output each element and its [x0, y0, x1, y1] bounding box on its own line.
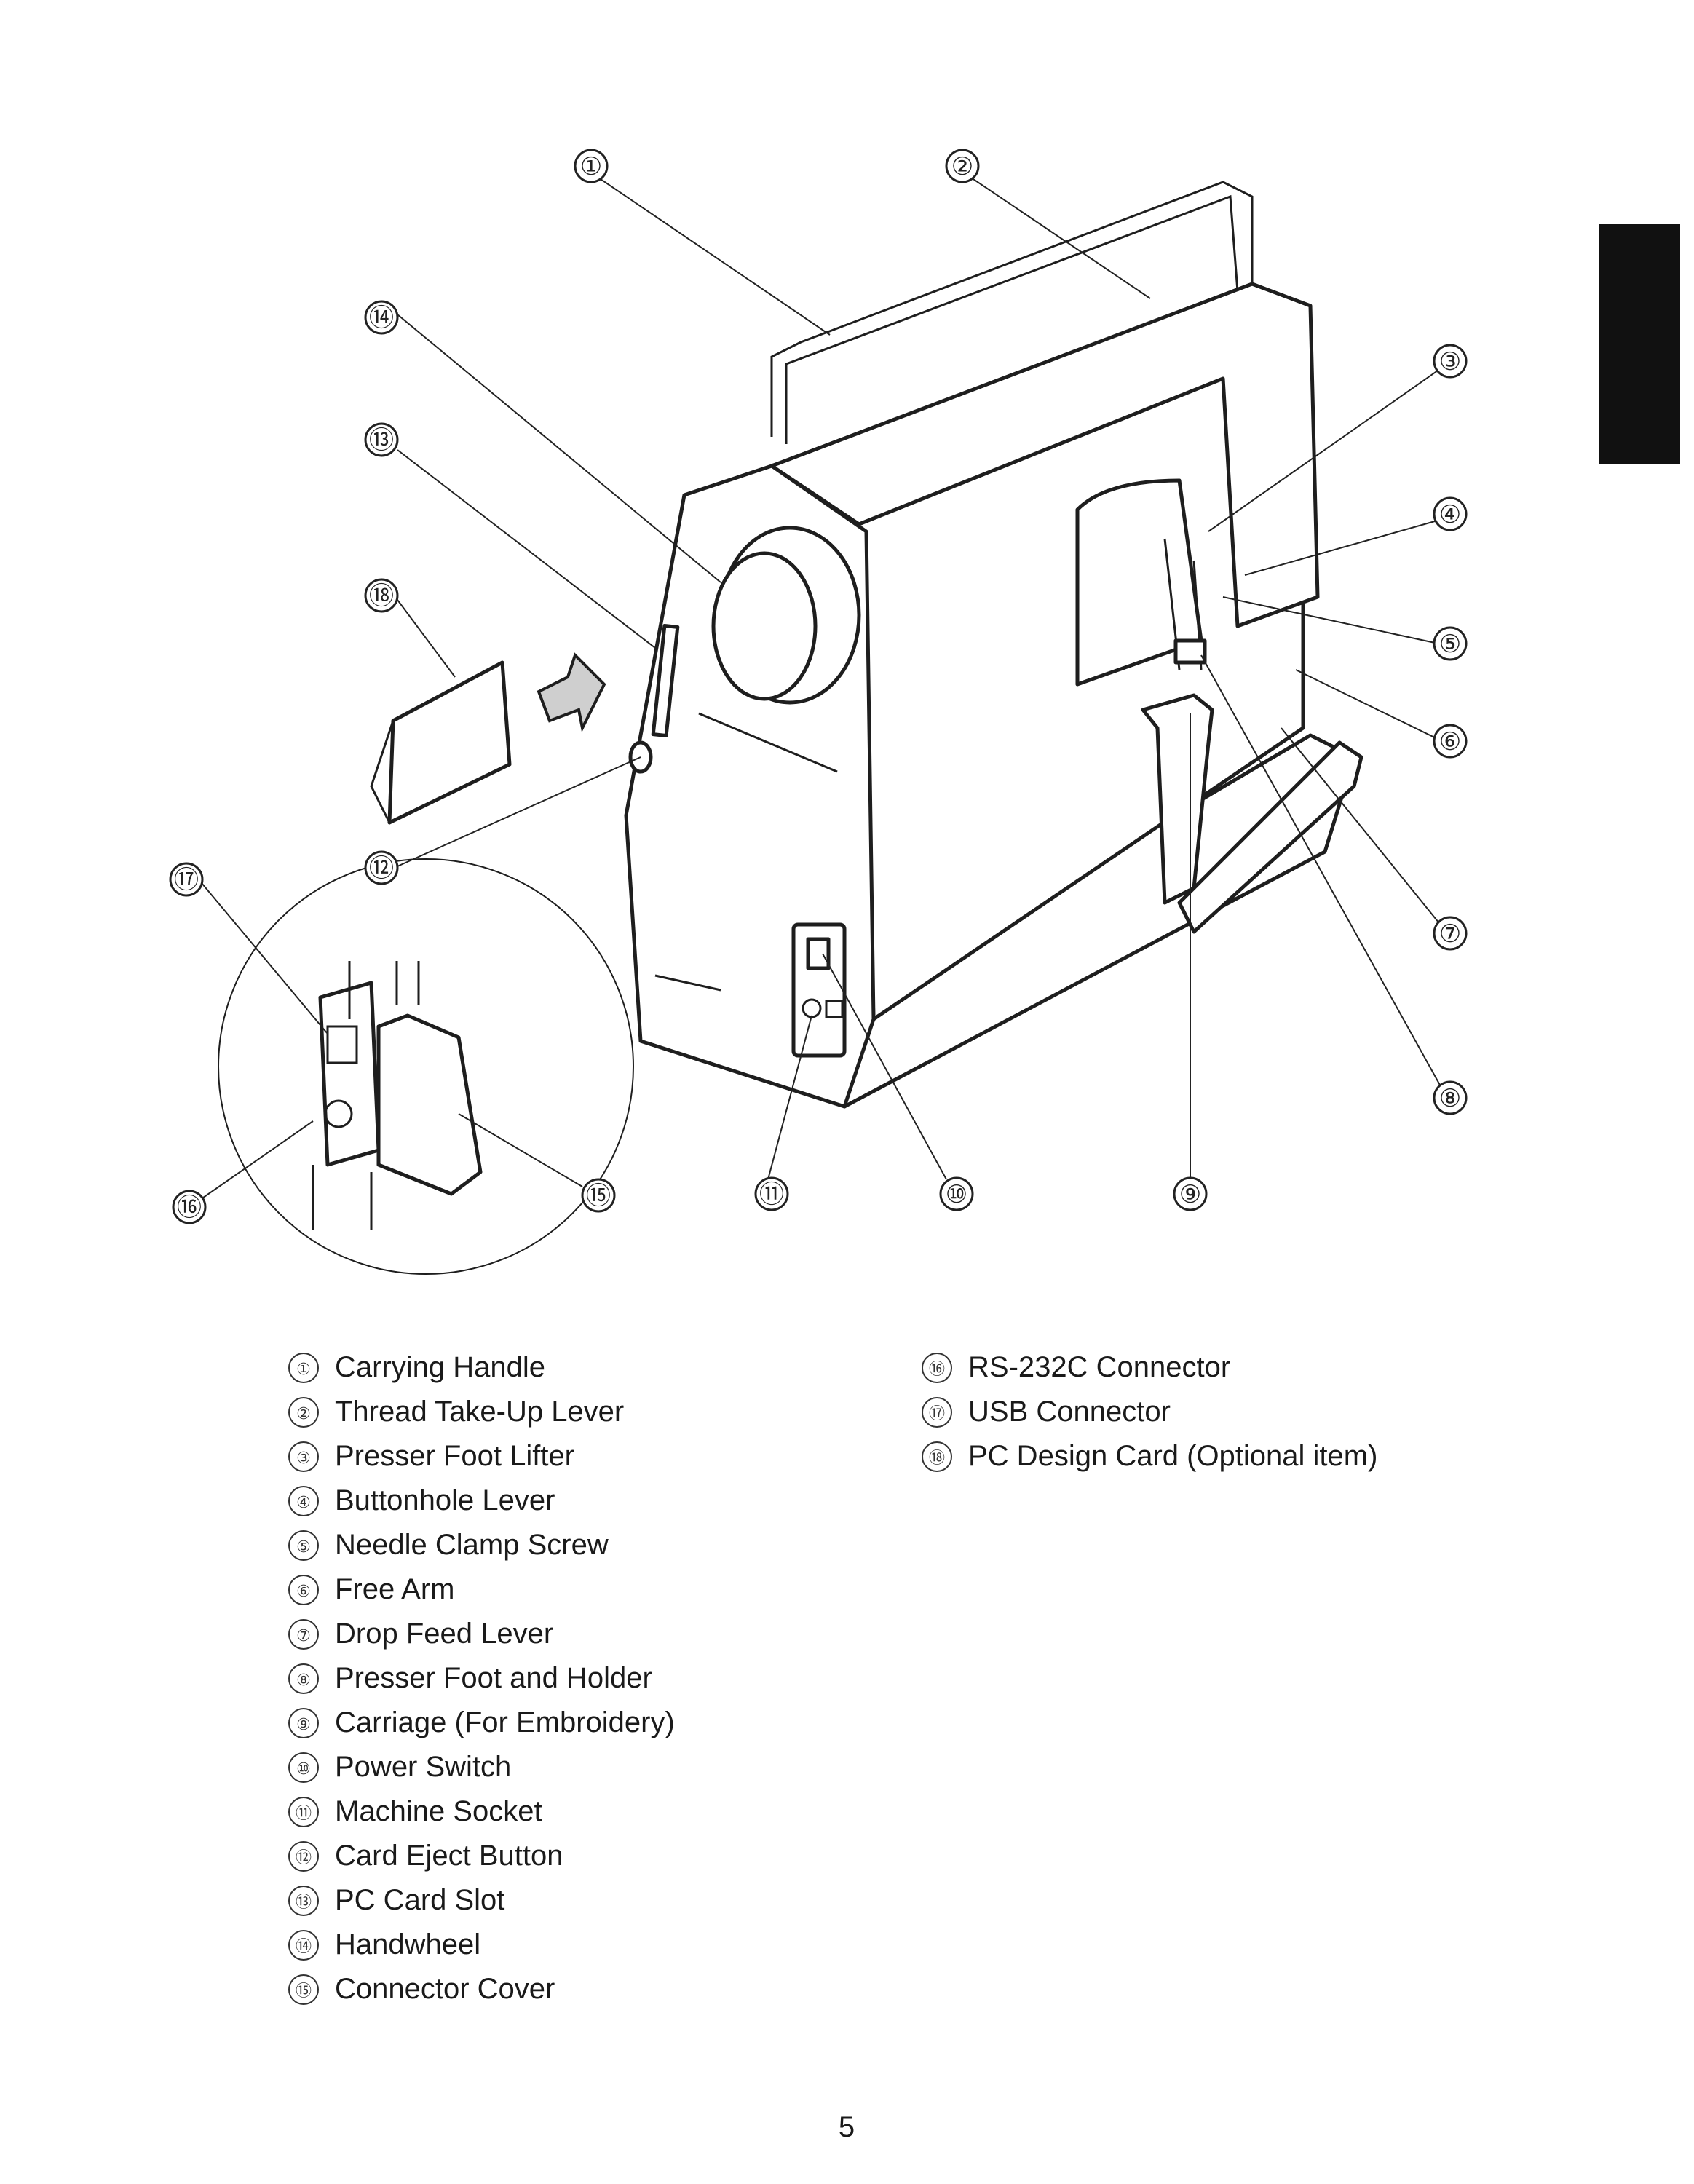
callouts: ① ② ③ ④ ⑤ ⑥ ⑦ ⑧ ⑨ ⑩ ⑪ ⑫ ⑬ ⑭ ⑮ ⑯ ⑰ ⑱ — [169, 149, 1468, 1224]
legend-item: ② Thread Take-Up Lever — [288, 1390, 675, 1434]
legend-number: ⑱ — [922, 1441, 952, 1472]
svg-text:⑰: ⑰ — [174, 866, 199, 894]
callout-18: ⑱ — [364, 578, 399, 613]
legend-number: ⑪ — [288, 1796, 319, 1827]
svg-text:④: ④ — [1439, 501, 1461, 529]
svg-text:⑱: ⑱ — [369, 582, 394, 610]
svg-text:⑥: ⑥ — [1439, 728, 1461, 756]
legend-label: Carriage (For Embroidery) — [335, 1706, 675, 1738]
legend-number: ① — [288, 1352, 319, 1383]
svg-text:⑤: ⑤ — [1439, 630, 1461, 658]
callout-17: ⑰ — [169, 862, 204, 897]
legend-label: Carrying Handle — [335, 1351, 546, 1383]
svg-text:⑧: ⑧ — [1439, 1085, 1461, 1112]
legend-label: Free Arm — [335, 1573, 455, 1605]
callout-12: ⑫ — [364, 850, 399, 885]
legend-number: ⑧ — [288, 1663, 319, 1694]
legend-label: Presser Foot and Holder — [335, 1662, 652, 1694]
legend-item: ⑩ Power Switch — [288, 1745, 675, 1789]
legend-number: ⑩ — [288, 1752, 319, 1783]
svg-text:⑭: ⑭ — [369, 304, 394, 332]
legend-number: ⑤ — [288, 1530, 319, 1561]
svg-text:⑪: ⑪ — [759, 1181, 784, 1208]
legend-label: Buttonhole Lever — [335, 1484, 555, 1516]
legend-item: ③ Presser Foot Lifter — [288, 1434, 675, 1479]
legend-item: ⑥ Free Arm — [288, 1567, 675, 1612]
legend-number: ⑥ — [288, 1574, 319, 1605]
legend-item: ⑫ Card Eject Button — [288, 1834, 675, 1878]
svg-text:⑮: ⑮ — [586, 1182, 611, 1210]
svg-text:②: ② — [951, 153, 973, 181]
legend-label: Handwheel — [335, 1928, 481, 1961]
sewing-machine-illustration — [370, 181, 1363, 1109]
svg-text:⑫: ⑫ — [369, 855, 394, 882]
legend-label: RS-232C Connector — [968, 1351, 1231, 1383]
legend-item: ⑮ Connector Cover — [288, 1967, 675, 2011]
svg-text:③: ③ — [1439, 348, 1461, 376]
legend-number: ③ — [288, 1441, 319, 1472]
legend-item: ⑱ PC Design Card (Optional item) — [922, 1434, 1377, 1479]
legend-item: ⑦ Drop Feed Lever — [288, 1612, 675, 1656]
legend-item: ⑤ Needle Clamp Screw — [288, 1523, 675, 1567]
page-number: 5 — [838, 2111, 855, 2143]
legend-item: ⑭ Handwheel — [288, 1923, 675, 1967]
legend-number: ⑭ — [288, 1929, 319, 1961]
legend-label: Machine Socket — [335, 1795, 542, 1827]
legend-item: ⑯ RS-232C Connector — [922, 1345, 1377, 1390]
legend-number: ⑰ — [922, 1396, 952, 1428]
callout-7: ⑦ — [1433, 916, 1468, 951]
legend-right-column: ⑯ RS-232C Connector ⑰ USB Connector ⑱ PC De… — [922, 1345, 1377, 1479]
legend-label: PC Card Slot — [335, 1884, 505, 1916]
connector-inset — [218, 858, 634, 1275]
legend-left-column: ① Carrying Handle ② Thread Take-Up Lever ③… — [288, 1345, 675, 2011]
legend-item: ⑬ PC Card Slot — [288, 1878, 675, 1923]
svg-text:⑦: ⑦ — [1439, 920, 1461, 948]
legend-number: ⑯ — [922, 1352, 952, 1383]
legend-item: ⑰ USB Connector — [922, 1390, 1377, 1434]
legend-item: ⑧ Presser Foot and Holder — [288, 1656, 675, 1701]
callout-2: ② — [945, 149, 980, 183]
legend-number: ⑦ — [288, 1618, 319, 1650]
section-tab-marker — [1599, 224, 1680, 464]
sewing-machine-diagram: ① ② ③ ④ ⑤ ⑥ ⑦ ⑧ ⑨ ⑩ ⑪ ⑫ ⑬ ⑭ ⑮ ⑯ ⑰ ⑱ — [169, 149, 1468, 1275]
callout-6: ⑥ — [1433, 724, 1468, 759]
callout-1: ① — [574, 149, 609, 183]
svg-text:⑩: ⑩ — [946, 1181, 967, 1208]
callout-4: ④ — [1433, 496, 1468, 531]
callout-15: ⑮ — [581, 1178, 616, 1213]
legend-item: ④ Buttonhole Lever — [288, 1479, 675, 1523]
legend-label: PC Design Card (Optional item) — [968, 1440, 1378, 1472]
callout-9: ⑨ — [1173, 1176, 1208, 1211]
legend-label: Card Eject Button — [335, 1840, 563, 1872]
callout-8: ⑧ — [1433, 1080, 1468, 1115]
legend-number: ② — [288, 1396, 319, 1428]
legend-label: Presser Foot Lifter — [335, 1440, 575, 1472]
svg-text:⑯: ⑯ — [177, 1194, 202, 1222]
legend-label: Thread Take-Up Lever — [335, 1396, 625, 1428]
legend-item: ⑨ Carriage (For Embroidery) — [288, 1701, 675, 1745]
callout-16: ⑯ — [172, 1190, 207, 1224]
legend-label: Drop Feed Lever — [335, 1618, 554, 1650]
legend-number: ⑨ — [288, 1707, 319, 1738]
legend-number: ④ — [288, 1485, 319, 1516]
svg-text:①: ① — [580, 153, 602, 181]
leader-lines — [197, 177, 1446, 1202]
callout-11: ⑪ — [754, 1176, 789, 1211]
svg-text:⑨: ⑨ — [1179, 1181, 1201, 1208]
callout-13: ⑬ — [364, 422, 399, 457]
svg-text:⑬: ⑬ — [369, 427, 394, 454]
callout-14: ⑭ — [364, 300, 399, 335]
legend-number: ⑬ — [288, 1885, 319, 1916]
legend-item: ① Carrying Handle — [288, 1345, 675, 1390]
legend-label: Power Switch — [335, 1751, 512, 1783]
legend-number: ⑫ — [288, 1840, 319, 1872]
legend-label: Needle Clamp Screw — [335, 1529, 609, 1561]
legend-label: Connector Cover — [335, 1973, 555, 2005]
legend-item: ⑪ Machine Socket — [288, 1789, 675, 1834]
callout-10: ⑩ — [939, 1176, 974, 1211]
legend-label: USB Connector — [968, 1396, 1171, 1428]
callout-3: ③ — [1433, 344, 1468, 379]
callout-5: ⑤ — [1433, 626, 1468, 661]
legend-number: ⑮ — [288, 1974, 319, 2005]
